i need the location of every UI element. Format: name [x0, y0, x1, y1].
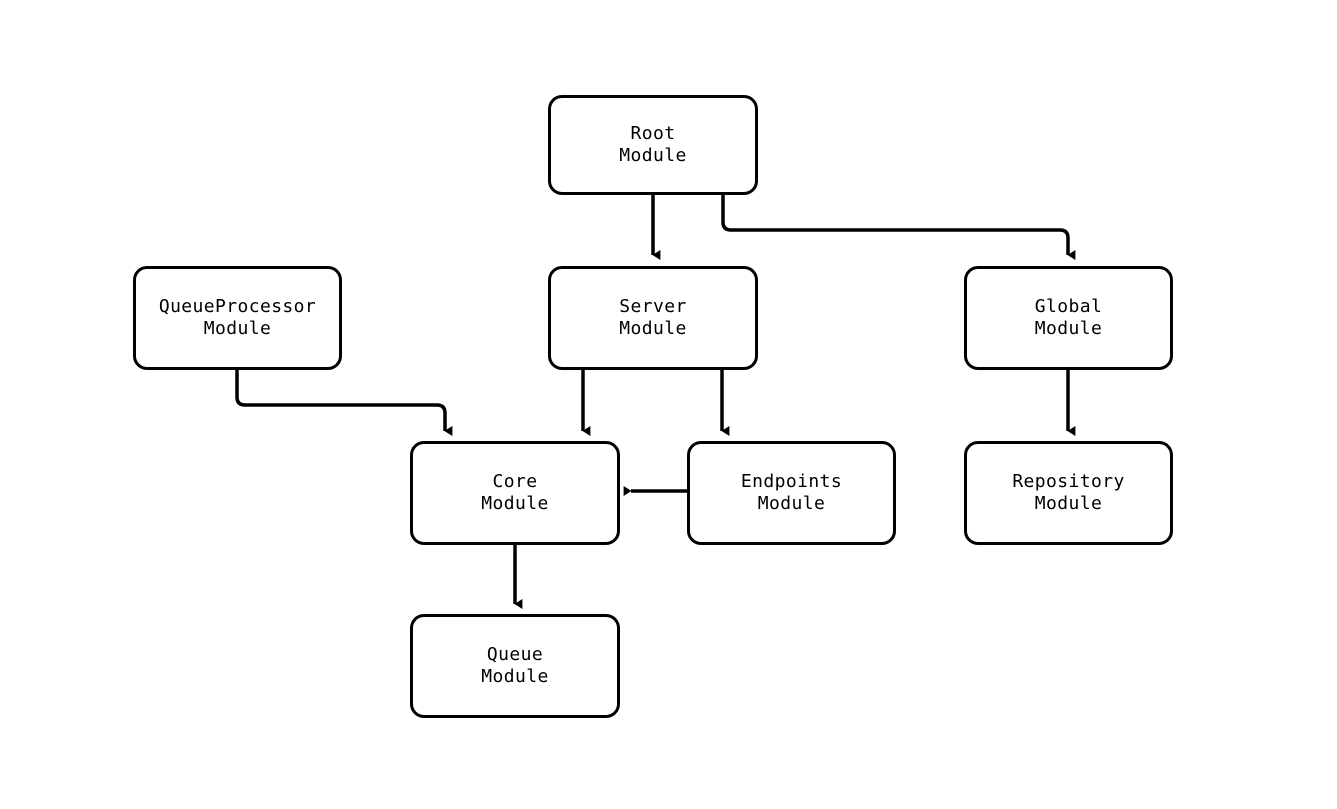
- node-queue-module-label-line2: Module: [481, 666, 549, 687]
- node-queueprocessor-module-label-line2: Module: [203, 318, 272, 339]
- node-core-module-label-line1: Core: [492, 471, 538, 492]
- node-root-module[interactable]: Root Module: [548, 95, 758, 195]
- edge-queueprocessor-to-core: [235, 370, 453, 436]
- node-endpoints-module-label-line1: Endpoints: [740, 471, 843, 492]
- node-server-module[interactable]: Server Module: [548, 266, 758, 370]
- node-core-module-label-line2: Module: [481, 493, 549, 514]
- node-root-module-label-line2: Module: [619, 145, 687, 166]
- edge-root-to-global: [721, 195, 1076, 260]
- node-global-module-label-line2: Module: [1034, 318, 1103, 339]
- node-queue-module-label-line1: Queue: [486, 644, 544, 665]
- node-repository-module[interactable]: Repository Module: [964, 441, 1173, 545]
- node-root-module-label-line1: Root: [630, 123, 676, 144]
- node-endpoints-module[interactable]: Endpoints Module: [687, 441, 896, 545]
- node-queue-module[interactable]: Queue Module: [410, 614, 620, 718]
- node-global-module[interactable]: Global Module: [964, 266, 1173, 370]
- node-queueprocessor-module-label-line1: QueueProcessor: [158, 296, 317, 317]
- node-server-module-label-line2: Module: [619, 318, 687, 339]
- node-endpoints-module-label-line2: Module: [757, 493, 826, 514]
- node-repository-module-label-line2: Module: [1034, 493, 1103, 514]
- node-repository-module-label-line1: Repository: [1012, 471, 1125, 492]
- node-server-module-label-line1: Server: [619, 296, 687, 317]
- node-queueprocessor-module[interactable]: QueueProcessor Module: [133, 266, 342, 370]
- node-global-module-label-line1: Global: [1034, 296, 1103, 317]
- node-core-module[interactable]: Core Module: [410, 441, 620, 545]
